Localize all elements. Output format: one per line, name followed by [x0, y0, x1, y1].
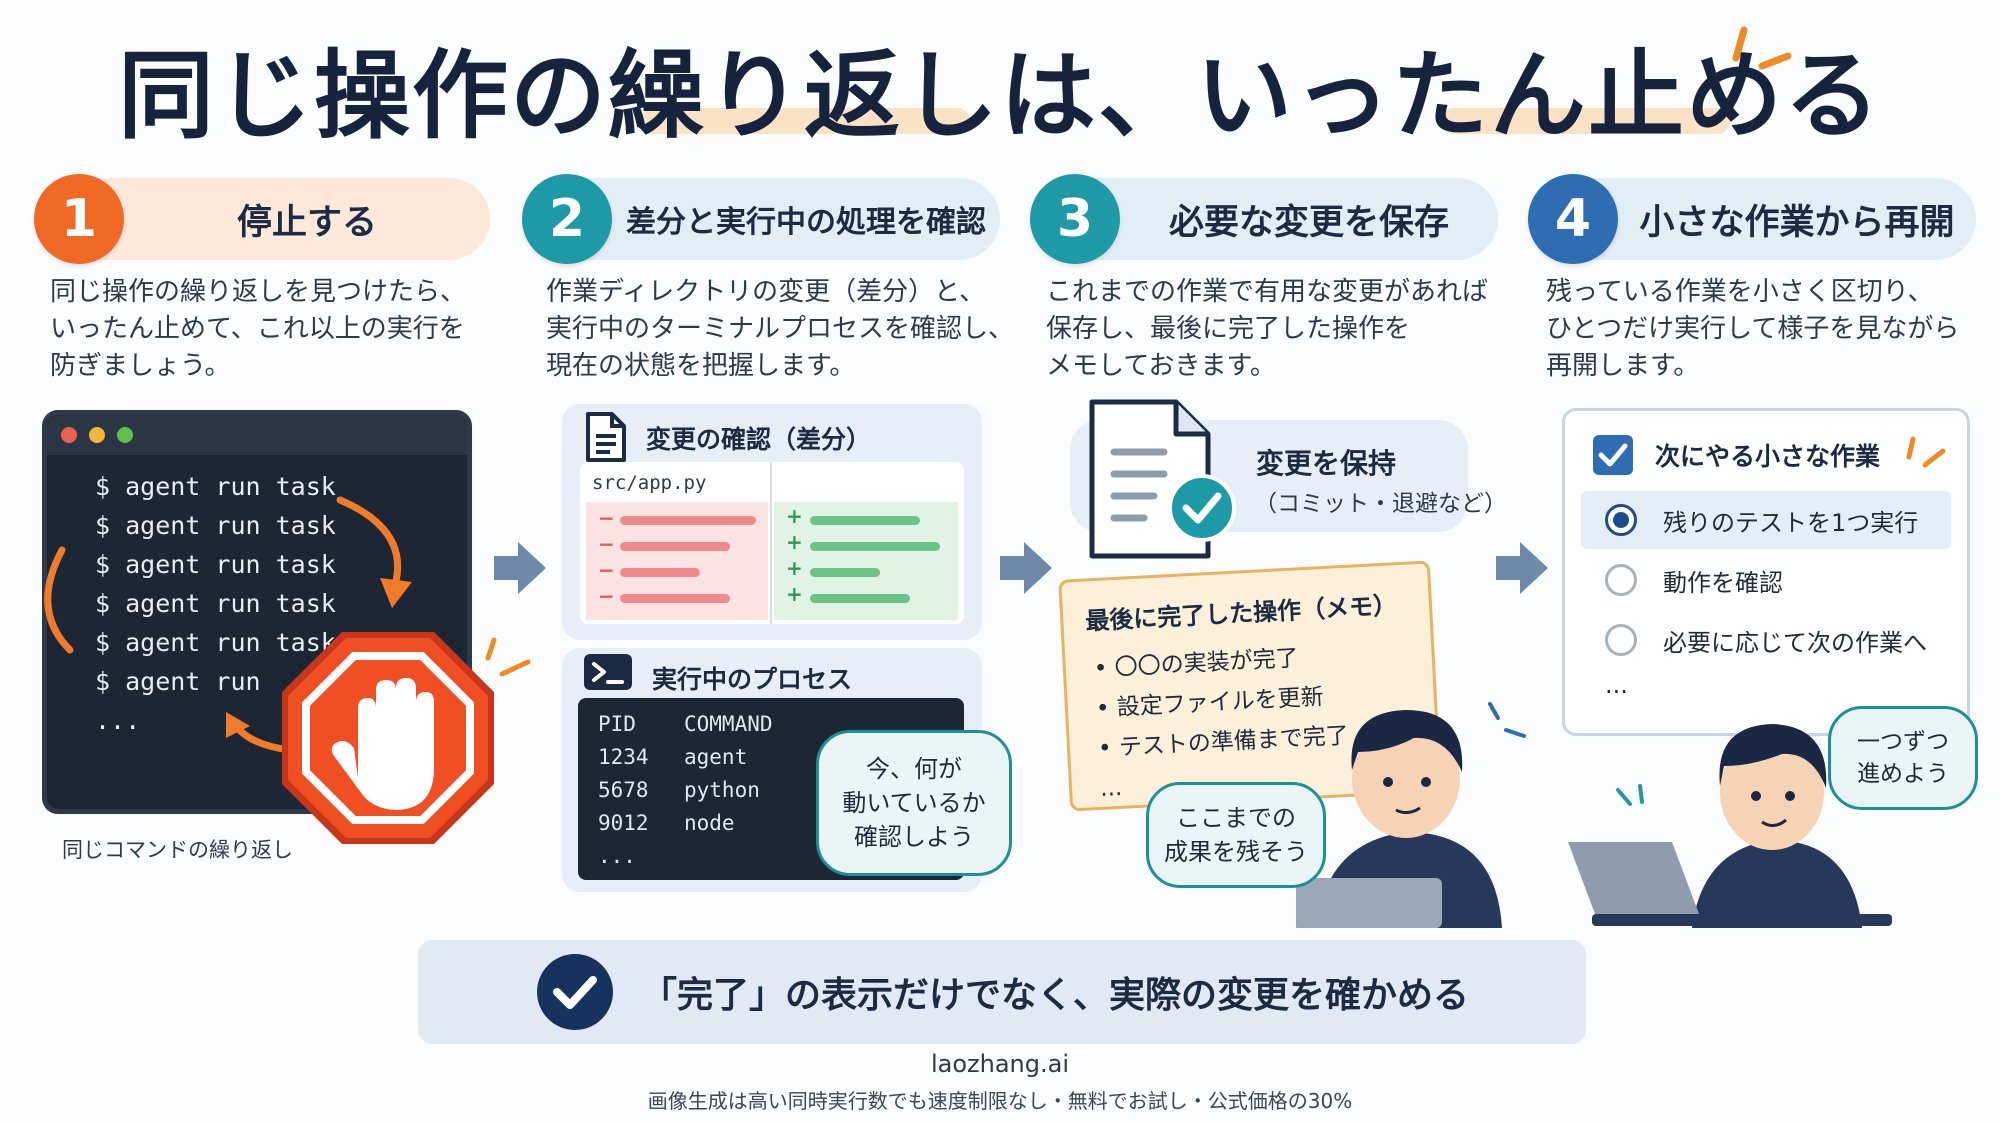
- diff-divider: [770, 462, 772, 624]
- stop-hand-icon: [282, 632, 494, 844]
- step-4-header: 4 小さな作業から再開: [1528, 174, 1976, 264]
- step-3-number: 3: [1030, 174, 1120, 264]
- terminal-titlebar: [47, 415, 467, 455]
- diff-added-line: [810, 594, 910, 603]
- step-4-description: 残っている作業を小さく区切り、ひとつだけ実行して様子を見ながら再開します。: [1546, 277, 1960, 381]
- minus-sign: −: [598, 506, 615, 530]
- radio-empty-icon: [1605, 564, 1637, 596]
- close-dot-icon: [61, 427, 77, 443]
- title-highlight-left: [640, 108, 970, 134]
- typing-person-illustration: [1568, 724, 1892, 928]
- todo-speech-bubble: 一つずつ進めよう: [1828, 706, 1978, 810]
- banner-text: 「完了」の表示だけでなく、実際の変更を確かめる: [640, 975, 1469, 1016]
- diff-card-title: 変更の確認（差分）: [646, 425, 872, 454]
- plus-sign: +: [786, 530, 803, 554]
- save-title: 変更を保持: [1256, 447, 1397, 480]
- process-speech-bubble: 今、何が動いているか確認しよう: [816, 730, 1012, 876]
- memo-speech-bubble: ここまでの成果を残そう: [1146, 782, 1326, 888]
- step-2-header: 2 差分と実行中の処理を確認: [522, 174, 1000, 264]
- check-circle-icon: [536, 954, 613, 1030]
- diff-lines: − − − − + + + +: [580, 462, 964, 624]
- document-icon: [586, 412, 626, 462]
- loop-arrows-icon: [44, 496, 412, 754]
- plus-sign: +: [786, 582, 803, 606]
- sparkle-icon: [1906, 436, 1946, 468]
- sparkle-icon: [1732, 26, 1792, 70]
- todo-more: ...: [1605, 671, 1628, 699]
- saved-document-icon: [1089, 399, 1236, 559]
- todo-header: 次にやる小さな作業: [1591, 433, 1880, 477]
- plus-sign: +: [786, 556, 803, 580]
- thinking-marks-icon: [1488, 702, 1526, 738]
- todo-item[interactable]: 動作を確認: [1605, 553, 1927, 607]
- terminal-line: $ agent run task: [95, 628, 336, 657]
- maximize-dot-icon: [117, 427, 133, 443]
- terminal-line: $ agent run task: [95, 589, 336, 618]
- save-subtitle: （コミット・退避など）: [1254, 491, 1507, 517]
- minus-sign: −: [598, 532, 615, 556]
- diff-removed-line: [620, 594, 730, 603]
- motion-marks-icon: [1616, 784, 1644, 806]
- diff-removed-line: [620, 568, 700, 577]
- step-2-title: 差分と実行中の処理を確認: [626, 205, 986, 240]
- minimize-dot-icon: [89, 427, 105, 443]
- minus-sign: −: [598, 558, 615, 582]
- step-3-description: これまでの作業で有用な変更があれば保存し、最後に完了した操作をメモしておきます。: [1046, 277, 1489, 381]
- terminal-line: $ agent run task: [95, 550, 336, 579]
- todo-item[interactable]: 必要に応じて次の作業へ: [1605, 613, 1927, 667]
- todo-item-selected[interactable]: 残りのテストを1つ実行: [1605, 493, 1927, 547]
- arrow-right-icon: [1496, 542, 1548, 594]
- terminal-prompt-icon: [584, 654, 632, 690]
- alert-marks-icon: [485, 637, 531, 677]
- todo-item-selected-bg: [1581, 491, 1951, 549]
- terminal-line: ...: [95, 706, 141, 735]
- step-1-header: 1 停止する: [34, 174, 490, 264]
- arrow-right-icon: [1000, 542, 1052, 594]
- checkbox-checked-icon: [1593, 435, 1633, 475]
- promo-text: 画像生成は高い同時実行数でも速度制限なし・無料でお試し・公式価格の30%: [647, 1089, 1353, 1113]
- diff-filename: src/app.py: [592, 472, 707, 494]
- step-1-title: 停止する: [236, 202, 377, 243]
- arrow-right-icon: [494, 542, 546, 594]
- step-3-header: 3 必要な変更を保存: [1030, 174, 1498, 264]
- step-4-number: 4: [1528, 174, 1618, 264]
- terminal-line: $ agent run task: [95, 511, 336, 540]
- diff-added-line: [810, 568, 880, 577]
- terminal-output: $ agent run task $ agent run task $ agen…: [47, 455, 467, 740]
- step-2-number: 2: [522, 174, 612, 264]
- thinking-person-illustration: [1296, 710, 1502, 928]
- diff-removed-line: [620, 516, 756, 525]
- memo-title: 最後に完了した操作（メモ）: [1084, 591, 1398, 636]
- diff-removed-line: [620, 542, 730, 551]
- radio-empty-icon: [1605, 624, 1637, 656]
- step-1-number: 1: [34, 174, 124, 264]
- todo-title: 次にやる小さな作業: [1655, 442, 1881, 471]
- radio-selected-icon: [1605, 504, 1637, 536]
- terminal-line: $ agent run task: [95, 472, 336, 501]
- diff-added-line: [810, 516, 920, 525]
- plus-sign: +: [786, 504, 803, 528]
- terminal-caption: 同じコマンドの繰り返し: [62, 838, 293, 862]
- title-highlight-right: [1440, 108, 1730, 134]
- page-title: 同じ操作の繰り返しは、いったん止める: [118, 40, 1882, 152]
- step-2-description: 作業ディレクトリの変更（差分）と、実行中のターミナルプロセスを確認し、現在の状態…: [546, 277, 1015, 381]
- step-4-title: 小さな作業から再開: [1639, 202, 1955, 243]
- step-3-title: 必要な変更を保存: [1168, 202, 1449, 243]
- todo-card: 次にやる小さな作業 残りのテストを1つ実行 動作を確認 必要に応じて次の作業へ …: [1562, 408, 1970, 736]
- minus-sign: −: [598, 584, 615, 608]
- todo-list: 残りのテストを1つ実行 動作を確認 必要に応じて次の作業へ ...: [1605, 493, 1927, 699]
- process-card-title: 実行中のプロセス: [652, 665, 853, 694]
- diff-added-line: [810, 542, 940, 551]
- site-name[interactable]: laozhang.ai: [930, 1050, 1070, 1078]
- step-1-description: 同じ操作の繰り返しを見つけたら、いったん止めて、これ以上の実行を防ぎましょう。: [50, 277, 467, 381]
- bottom-banner: 「完了」の表示だけでなく、実際の変更を確かめる: [418, 940, 1586, 1044]
- process-more: ...: [598, 844, 636, 868]
- terminal-line: $ agent run: [95, 667, 261, 696]
